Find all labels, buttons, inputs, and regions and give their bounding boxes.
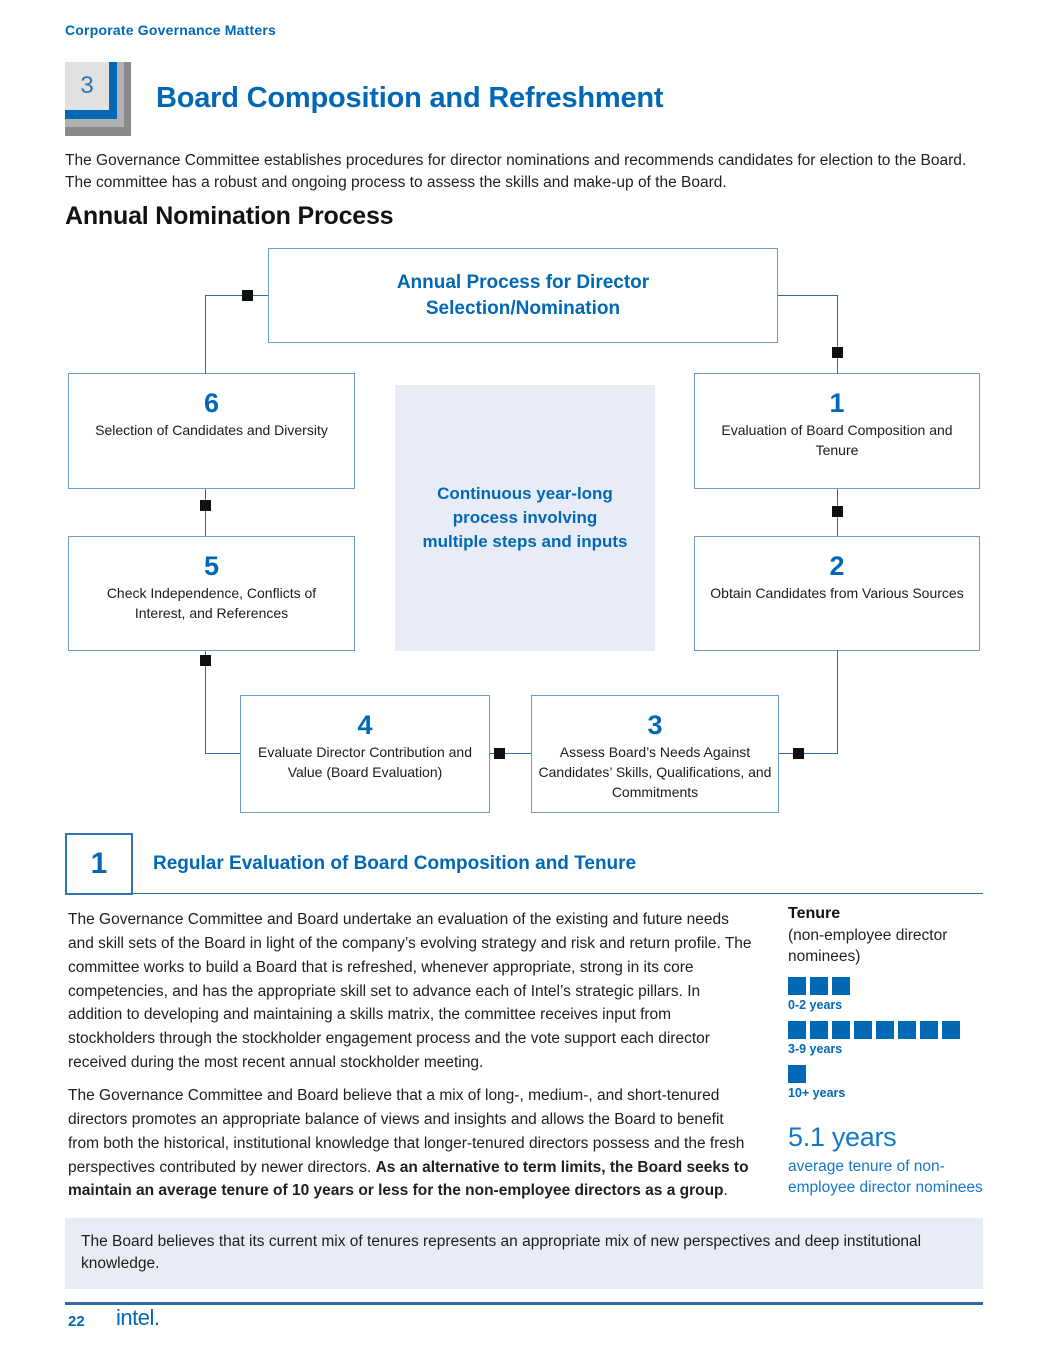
diagram-step-2: 2 Obtain Candidates from Various Sources	[694, 536, 980, 651]
connector-line	[778, 295, 838, 296]
body-text-column: The Governance Committee and Board under…	[68, 908, 758, 1203]
diagram-step-5: 5 Check Independence, Conflicts of Inter…	[68, 536, 355, 651]
tenure-square	[854, 1020, 872, 1039]
diagram-hub-title: Annual Process for Director Selection/No…	[396, 271, 650, 319]
node-square	[793, 748, 804, 759]
diagram-hub-box: Annual Process for Director Selection/No…	[268, 248, 778, 343]
section-1-heading: Regular Evaluation of Board Composition …	[153, 853, 637, 874]
connector-line	[205, 489, 206, 536]
tenure-square	[810, 1020, 828, 1039]
step-number: 5	[203, 551, 220, 581]
page-number: 22	[68, 1313, 85, 1330]
node-square	[242, 290, 253, 301]
tenure-row-label: 0-2 years	[788, 997, 843, 1012]
step-label: Selection of Candidates and Diversity	[95, 422, 328, 439]
page-title: Board Composition and Refreshment	[156, 82, 664, 114]
tenure-square	[832, 976, 850, 995]
step-label: Evaluation of Board Composition and Tenu…	[721, 422, 953, 458]
tenure-row-3-9: 3-9 years	[788, 1020, 993, 1056]
paragraph-2-end: .	[723, 1182, 728, 1200]
body-paragraph-1: The Governance Committee and Board under…	[68, 911, 752, 1072]
step-number: 1	[829, 388, 845, 418]
tenure-row-label: 3-9 years	[788, 1041, 843, 1056]
average-tenure-stat: 5.1 years	[788, 1121, 897, 1152]
node-square	[832, 347, 843, 358]
node-square	[200, 655, 211, 666]
connector-line	[837, 651, 838, 754]
connector-line	[205, 295, 268, 296]
diagram-center-note-text: Continuous year-long process involving m…	[422, 484, 628, 551]
breadcrumb: Corporate Governance Matters	[65, 22, 276, 38]
step-label: Obtain Candidates from Various Sources	[710, 585, 964, 602]
connector-line	[205, 651, 206, 754]
body-paragraph-2: The Governance Committee and Board belie…	[68, 1084, 758, 1203]
tenure-sidebar: Tenure (non-employee director nominees) …	[788, 905, 993, 1199]
diagram-step-4: 4 Evaluate Director Contribution and Val…	[240, 695, 490, 813]
step-label: Evaluate Director Contribution and Value…	[257, 744, 472, 780]
connector-line	[490, 753, 531, 754]
tenure-square	[898, 1020, 916, 1039]
tenure-squares	[788, 1020, 993, 1039]
node-square	[832, 506, 843, 517]
step-number: 2	[829, 551, 845, 581]
connector-line	[205, 753, 240, 754]
node-square	[494, 748, 505, 759]
connector-line	[779, 753, 837, 754]
diagram-step-3: 3 Assess Board’s Needs Against Candidate…	[531, 695, 779, 813]
tenure-square	[832, 1020, 850, 1039]
step-label: Check Independence, Conflicts of Interes…	[106, 585, 317, 621]
intel-logo: intel.	[116, 1305, 160, 1330]
connector-line	[837, 295, 838, 373]
tenure-square	[788, 976, 806, 995]
paragraph-2-bold: As an alternative to term limits, the Bo…	[68, 1158, 749, 1200]
step-number: 4	[357, 710, 373, 740]
tenure-squares	[788, 976, 993, 995]
tenure-square	[788, 1064, 806, 1083]
section-1-rule	[133, 893, 983, 894]
step-number: 3	[647, 710, 663, 740]
tenure-callout-box: The Board believes that its current mix …	[65, 1218, 983, 1289]
tenure-square	[876, 1020, 894, 1039]
connector-line	[205, 295, 206, 373]
tenure-squares	[788, 1064, 993, 1083]
section-subheading: Annual Nomination Process	[65, 202, 394, 230]
tenure-square	[788, 1020, 806, 1039]
diagram-step-1: 1 Evaluation of Board Composition and Te…	[694, 373, 980, 489]
step-number: 6	[203, 388, 220, 418]
intro-paragraph: The Governance Committee establishes pro…	[65, 152, 967, 191]
section-1-header: 1 Regular Evaluation of Board Compositio…	[65, 833, 983, 895]
diagram-center-note: Continuous year-long process involving m…	[395, 385, 655, 651]
average-tenure-caption: average tenure of non-employee director …	[788, 1157, 983, 1196]
annual-nomination-process-diagram: Annual Process for Director Selection/No…	[0, 248, 1048, 815]
section-1-number-box: 1	[65, 833, 133, 895]
diagram-step-6: 6 Selection of Candidates and Diversity	[68, 373, 355, 489]
chapter-number-icon: 3	[65, 62, 131, 136]
chapter-number: 3	[65, 62, 109, 110]
paragraph-2-regular: The Governance Committee and Board belie…	[68, 1087, 745, 1176]
node-square	[200, 500, 211, 511]
tenure-subtitle: (non-employee director nominees)	[788, 927, 948, 966]
step-label: Assess Board’s Needs Against Candidates’…	[538, 744, 772, 800]
tenure-square	[810, 976, 828, 995]
tenure-square	[920, 1020, 938, 1039]
footer-rule	[65, 1302, 983, 1305]
tenure-title: Tenure	[788, 905, 841, 922]
tenure-row-label: 10+ years	[788, 1085, 846, 1100]
tenure-row-0-2: 0-2 years	[788, 976, 993, 1012]
tenure-row-10plus: 10+ years	[788, 1064, 993, 1100]
tenure-square	[942, 1020, 960, 1039]
